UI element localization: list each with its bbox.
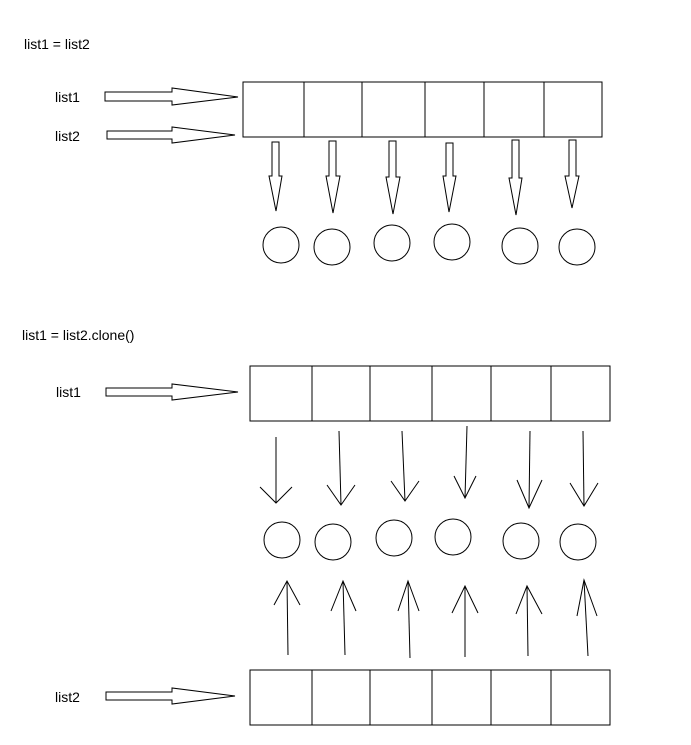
object-circle (263, 521, 301, 559)
down-arrow (508, 139, 523, 216)
object-circle (558, 228, 596, 266)
array-frame (249, 669, 611, 726)
object-circle (501, 227, 539, 265)
object-circle (375, 519, 413, 557)
down-arrow (564, 139, 580, 209)
list1-array (249, 365, 611, 422)
reference-arrow-list2 (105, 687, 236, 705)
reference-arrow-list1 (105, 383, 239, 401)
object-circle (313, 228, 351, 266)
element-objects (262, 223, 596, 266)
up-arrow (273, 579, 301, 656)
down-arrow (259, 437, 293, 504)
shared-reference-diagram: list1 = list2 list1 list2 (24, 36, 603, 266)
down-arrow (326, 430, 356, 506)
down-arrow (325, 140, 341, 214)
label-list1: list1 (56, 384, 81, 400)
up-arrow (451, 584, 479, 657)
object-circle (262, 226, 300, 264)
up-arrow (330, 579, 357, 656)
down-arrow (390, 430, 420, 502)
label-list1: list1 (55, 89, 80, 105)
down-arrow (268, 141, 283, 212)
element-pointer-arrows (268, 139, 580, 216)
heading-clone: list1 = list2.clone() (22, 327, 134, 343)
reference-arrow-list1 (104, 87, 239, 106)
object-circle (314, 523, 352, 561)
heading-assignment: list1 = list2 (24, 36, 90, 52)
object-circle (502, 522, 540, 560)
array-frame (242, 81, 603, 138)
down-arrow (453, 425, 477, 500)
down-arrow (569, 430, 599, 507)
up-arrow (576, 578, 598, 657)
up-arrow (515, 584, 543, 657)
array-frame (249, 365, 611, 422)
shared-array (242, 81, 603, 138)
up-arrow (397, 579, 420, 659)
label-list2: list2 (55, 128, 80, 144)
shared-element-objects (263, 518, 597, 561)
down-arrow (385, 140, 401, 215)
object-circle (559, 523, 597, 561)
object-circle (434, 518, 472, 556)
list1-pointer-arrows (259, 425, 599, 510)
down-arrow (516, 430, 543, 510)
label-list2: list2 (55, 689, 80, 705)
down-arrow (442, 142, 457, 213)
list2-pointer-arrows (273, 578, 598, 659)
reference-arrow-list2 (106, 126, 236, 144)
object-circle (433, 223, 471, 261)
object-circle (373, 224, 411, 262)
clone-diagram: list1 = list2.clone() list1 list2 (22, 327, 611, 726)
list2-array (249, 669, 611, 726)
